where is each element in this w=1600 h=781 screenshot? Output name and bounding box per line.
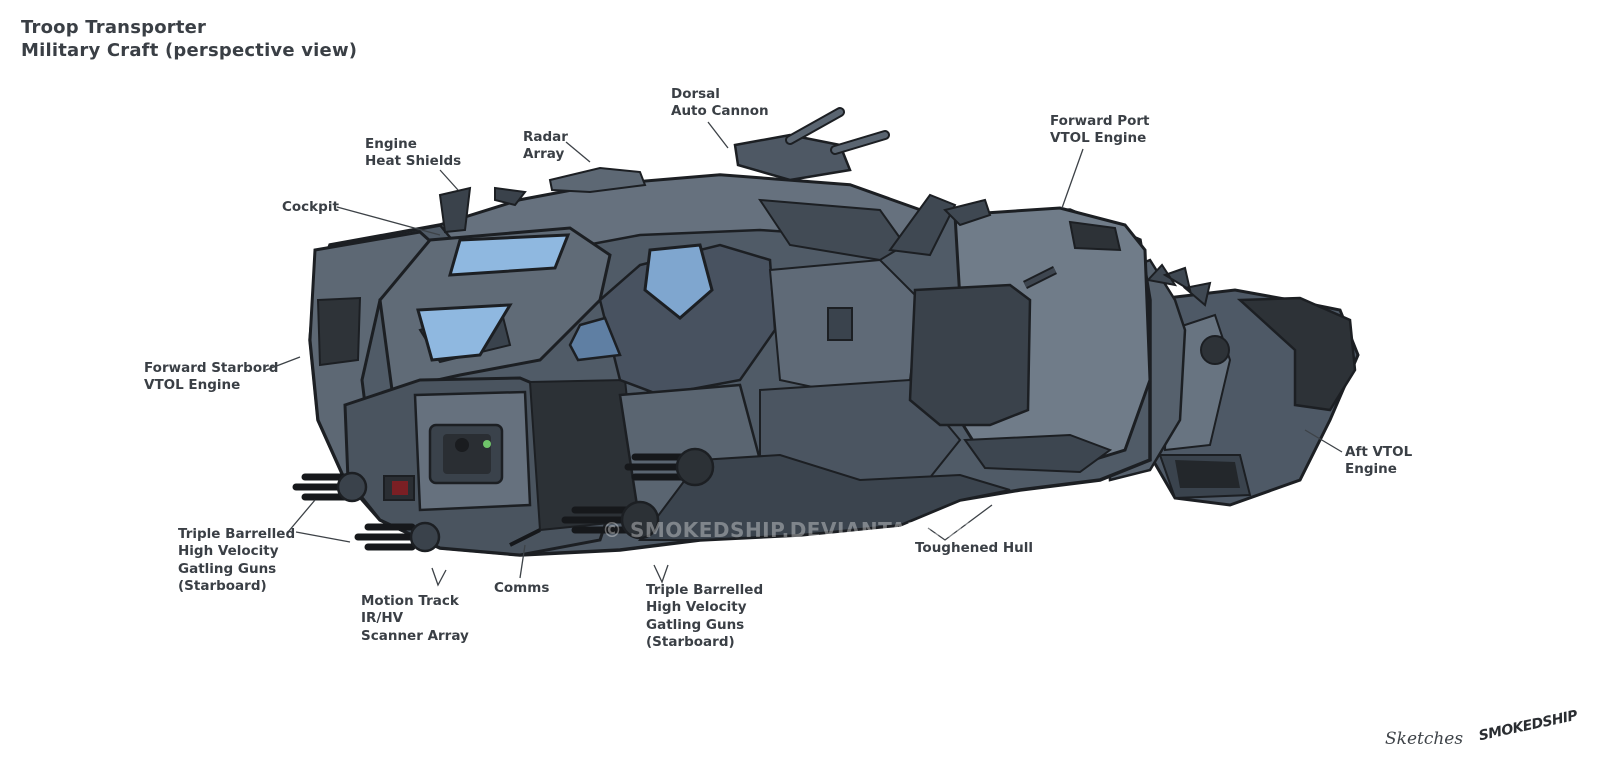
callout-cockpit: Cockpit: [282, 199, 339, 216]
callout-toughened-hull: Toughened Hull: [915, 540, 1033, 557]
callout-line: Engine: [1345, 461, 1397, 478]
callout-line: Gatling Guns: [646, 616, 745, 633]
callout-forward-port-vtol: Forward Port VTOL Engine: [1050, 113, 1150, 148]
callout-line: Gatling Guns: [178, 560, 277, 577]
callout-gatling-guns-left: Triple Barrelled High Velocity Gatling G…: [178, 526, 295, 595]
watermark-text: © SMOKEDSHIP.DEVIANTART.COM: [602, 518, 994, 542]
callout-line: Forward Port: [1050, 113, 1150, 129]
leader-lines: [265, 121, 1343, 587]
scanner-panel: [383, 423, 504, 501]
callout-line: IR/HV: [361, 610, 404, 627]
callout-aft-vtol-engine: Aft VTOL Engine: [1345, 444, 1412, 479]
callout-line: Heat Shields: [365, 153, 462, 170]
callout-line: High Velocity: [646, 599, 747, 616]
callout-line: Auto Cannon: [671, 103, 769, 120]
callout-line: Array: [523, 146, 565, 163]
callout-line: Comms: [494, 580, 550, 596]
callout-dorsal-auto-cannon: Dorsal Auto Cannon: [671, 86, 769, 121]
callout-line: Aft VTOL: [1345, 444, 1413, 460]
callout-comms: Comms: [494, 580, 549, 597]
callout-forward-starbord-vtol: Forward Starbord VTOL Engine: [144, 360, 278, 395]
callout-line: Toughened Hull: [915, 540, 1034, 556]
callout-radar-array: Radar Array: [523, 129, 568, 164]
diagram-subtitle: Military Craft (perspective view): [21, 40, 358, 61]
callout-line: Motion Track: [361, 593, 459, 609]
callout-line: Cockpit: [282, 199, 339, 215]
callout-line: Forward Starbord: [144, 360, 279, 376]
sketches-signature: Sketches: [1385, 729, 1464, 749]
callout-line: (Starboard): [178, 577, 267, 594]
diagram-title: Troop Transporter: [21, 17, 207, 38]
gatling-guns: [292, 447, 715, 553]
callout-motion-track-scanner: Motion Track IR/HV Scanner Array: [361, 593, 469, 645]
callout-line: Engine: [365, 136, 417, 152]
callout-line: VTOL Engine: [1050, 130, 1147, 147]
callout-line: Triple Barrelled: [178, 526, 296, 542]
callout-line: Radar: [523, 129, 568, 145]
cockpit-windows: [416, 233, 714, 362]
callout-line: Dorsal: [671, 86, 720, 102]
callout-engine-heat-shields: Engine Heat Shields: [365, 136, 461, 171]
dorsal-turret: [438, 107, 890, 234]
callout-line: High Velocity: [178, 543, 279, 560]
callout-line: Triple Barrelled: [646, 582, 764, 598]
callout-line: VTOL Engine: [144, 377, 241, 394]
callout-gatling-guns-right: Triple Barrelled High Velocity Gatling G…: [646, 582, 763, 651]
callout-line: Scanner Array: [361, 627, 469, 644]
forward-port-vtol-engine: [888, 193, 1152, 474]
callout-line: (Starboard): [646, 633, 735, 650]
